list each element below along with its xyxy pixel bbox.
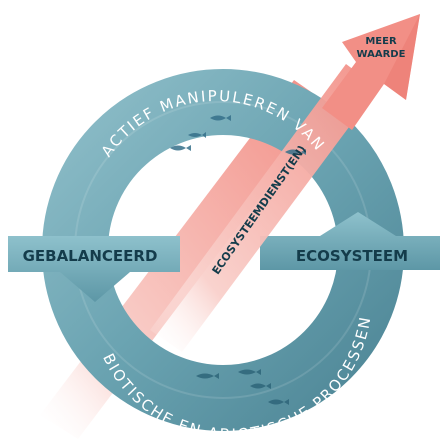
fish-icon: [285, 149, 306, 155]
left-tab-label: GEBALANCEERD: [23, 247, 158, 265]
right-tab-label: ECOSYSTEEM: [296, 247, 408, 265]
value-arrow-head-shade: [384, 14, 420, 100]
right-tab: [260, 212, 440, 270]
left-tab: [8, 236, 180, 302]
fish-icon: [170, 145, 191, 151]
fish-icon: [238, 369, 261, 375]
fish-icon: [250, 383, 271, 389]
value-arrow: [150, 64, 378, 352]
arrow-tip-label-line1: MEER: [365, 36, 397, 47]
fish-icon: [196, 373, 219, 379]
fish-icon: [188, 132, 206, 138]
arrow-tip-label-line2: WAARDE: [357, 49, 406, 60]
value-arrow-head: [322, 14, 420, 130]
fish-icon: [210, 115, 231, 121]
fish-icon: [268, 399, 289, 405]
